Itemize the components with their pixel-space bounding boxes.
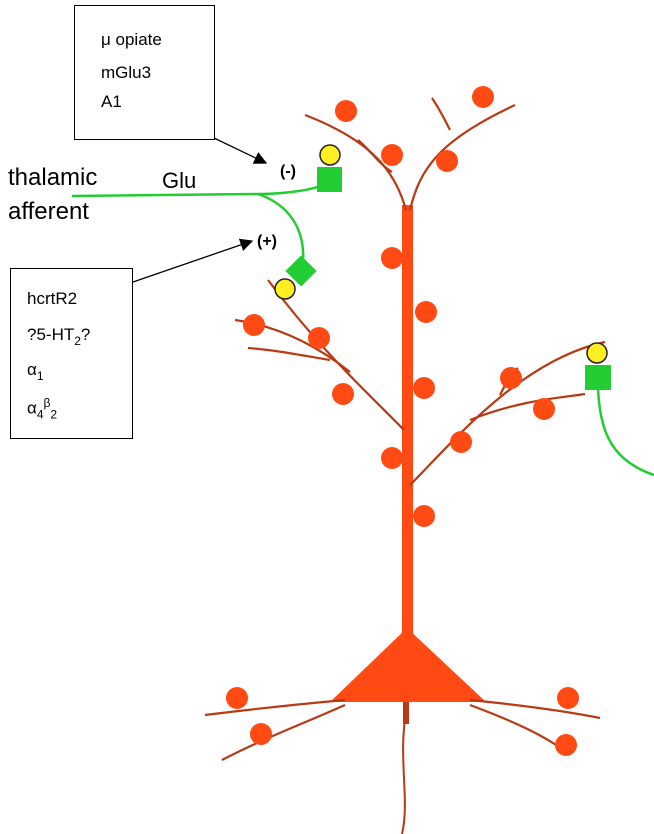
apical-trunk	[402, 205, 413, 645]
inhibitory-arrow	[213, 137, 268, 164]
oblique-right	[409, 340, 606, 486]
spine	[243, 314, 265, 336]
axon	[401, 711, 407, 834]
spine	[226, 687, 248, 709]
afferent-label: afferent	[8, 198, 89, 225]
spine	[413, 505, 435, 527]
excitatory-receptor-alpha4beta2: α4β2	[27, 396, 58, 422]
spine	[436, 150, 458, 172]
receptors	[274, 144, 608, 364]
excitation-sign: (+)	[257, 233, 277, 250]
spine	[381, 144, 403, 166]
spine	[413, 377, 435, 399]
spine	[472, 86, 494, 108]
tuft-right-twig	[431, 97, 451, 131]
inhibitory-receptor-mglu3: mGlu3	[101, 63, 152, 82]
receptor-circle	[274, 278, 296, 300]
inhibition-sign: (-)	[280, 163, 296, 180]
tuft-right	[408, 104, 516, 211]
receptor-circle	[586, 342, 608, 364]
spine	[250, 723, 272, 745]
excitatory-arrow	[132, 238, 254, 283]
spine	[450, 431, 472, 453]
presynaptic-terminal-excited	[285, 255, 317, 287]
basal-left	[204, 698, 346, 717]
basal-right	[469, 698, 601, 720]
spine	[415, 301, 437, 323]
afferent-collateral	[257, 192, 305, 263]
spine	[533, 398, 555, 420]
spine	[557, 687, 579, 709]
second-afferent-axon	[596, 387, 654, 477]
spine	[308, 327, 330, 349]
oblique-upper-left	[267, 279, 405, 431]
spine	[381, 247, 403, 269]
glu-label: Glu	[162, 168, 197, 193]
inhibitory-receptor-a1: A1	[101, 92, 122, 111]
basal-right-lower	[469, 703, 571, 756]
thalamic-label: thalamic	[8, 164, 98, 191]
oblique-upper-left-twig	[247, 346, 331, 362]
soma	[330, 628, 486, 702]
inhibitory-receptor-box: μ opiate mGlu3 A1	[74, 5, 215, 140]
presynaptic-terminal-right	[585, 365, 611, 390]
excitatory-receptor-alpha1: α1	[27, 360, 44, 383]
spine	[335, 100, 357, 122]
spine	[500, 367, 522, 389]
spine	[332, 383, 354, 405]
receptor-circle	[319, 144, 341, 166]
basal-left-lower	[221, 703, 346, 761]
excitatory-receptor-box: hcrtR2 ?5-HT2? α1 α4β2	[10, 268, 133, 439]
excitatory-receptor-hcrtr2: hcrtR2	[27, 289, 78, 308]
excitatory-receptor-5ht2: ?5-HT2?	[27, 325, 91, 348]
dendritic-spines	[226, 86, 579, 756]
tuft-left-twig	[357, 139, 393, 173]
spine	[381, 447, 403, 469]
afferent-axons	[71, 184, 654, 477]
presynaptic-terminal-inhibited	[317, 167, 342, 192]
inhibitory-receptor-mu-opiate: μ opiate	[101, 30, 162, 49]
spine	[555, 734, 577, 756]
